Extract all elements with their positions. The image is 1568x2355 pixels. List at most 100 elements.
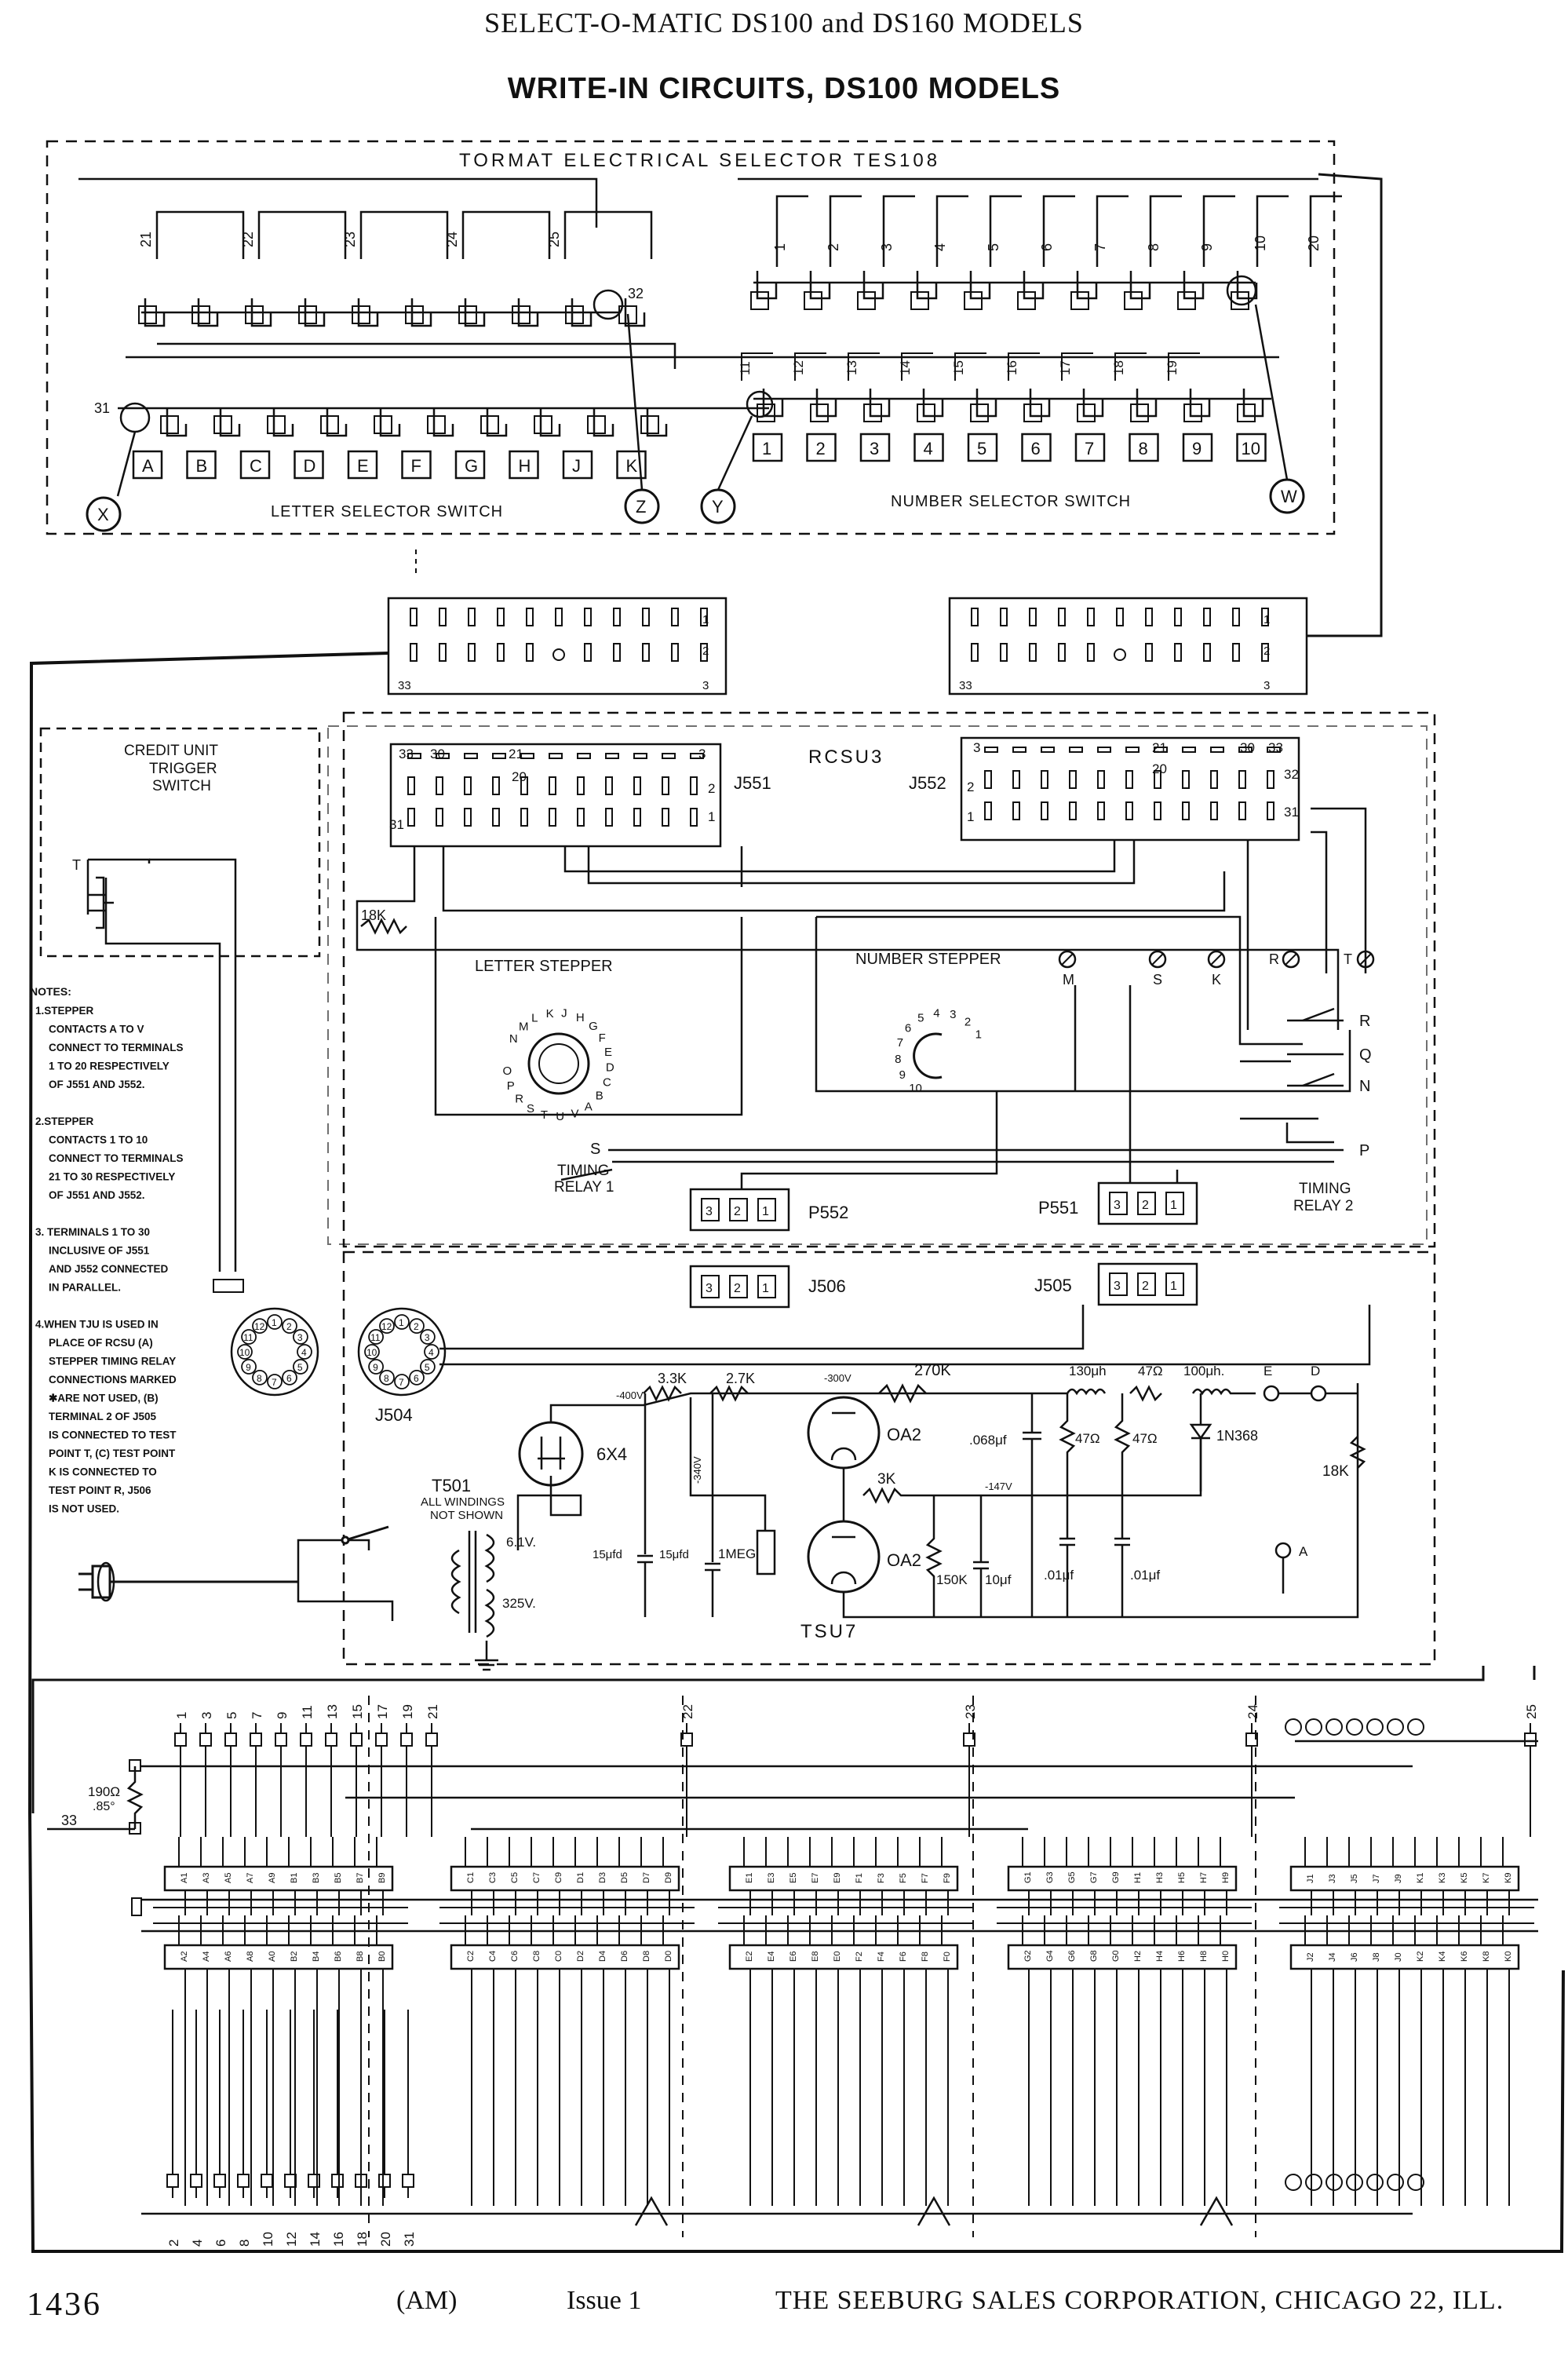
letter-riser-label: 23 [342, 232, 358, 247]
number-stepper-contact: 9 [899, 1068, 906, 1082]
rcsu-pin [520, 776, 528, 795]
selector-title: TORMAT ELECTRICAL SELECTOR TES108 [459, 150, 940, 171]
number-switch-label: NUMBER SELECTOR SWITCH [891, 493, 1131, 510]
board-pin-lead [1066, 1837, 1074, 1915]
rcsu-pin-top [577, 753, 591, 759]
letter-stepper-contact: J [561, 1007, 567, 1020]
number-box-label: 8 [1139, 439, 1148, 458]
number-mid-riser [1008, 352, 1040, 381]
letter-contact [250, 298, 294, 437]
octal-pin-label: 11 [370, 1332, 381, 1343]
board-pin-lead [465, 1837, 472, 1915]
number-riser-label: 9 [1199, 243, 1215, 251]
rcsu-pin [1069, 801, 1077, 820]
rcsu-pin [1210, 770, 1218, 789]
plug-pin [671, 608, 679, 626]
plug-pin-label: 3 [706, 1282, 713, 1295]
board-pin-label: K1 [1416, 1873, 1425, 1883]
c-01a-label: .01μf [1044, 1568, 1074, 1583]
number-box [967, 433, 998, 462]
number-contact-block [917, 403, 935, 422]
matrix-top-terminal [250, 1732, 262, 1747]
j551-t21: 21 [509, 747, 523, 761]
matrix-bottom-terminal [284, 2174, 297, 2188]
number-riser [1149, 195, 1182, 267]
oa2-a-label: OA2 [887, 1425, 921, 1444]
matrix-top-number: 3 [199, 1712, 214, 1719]
plug-pin [1087, 608, 1095, 626]
octal-pin [394, 1374, 410, 1389]
board-pin-label: E1 [745, 1873, 754, 1883]
letter-riser [359, 210, 449, 259]
board-pin-label: J7 [1372, 1874, 1381, 1883]
letter-contact-block [458, 305, 477, 324]
matrix-coil [1346, 2174, 1363, 2191]
board-pin-label: A5 [224, 1873, 233, 1883]
plug-pin [439, 608, 447, 626]
board-pin-label: E6 [789, 1952, 798, 1962]
selector-bus-lines [78, 177, 1318, 410]
board-pin-label: K0 [1504, 1952, 1513, 1962]
plug-pin [1145, 643, 1153, 662]
number-mid-label: 11 [738, 361, 753, 375]
note-line: OF J551 AND J552. [49, 1079, 145, 1090]
note-line: IS NOT USED. [49, 1503, 119, 1515]
number-box-label: 2 [816, 439, 826, 458]
r-27k-label: 2.7K [726, 1371, 755, 1386]
board-bus [439, 1907, 695, 1924]
board-pin-label: A2 [180, 1952, 189, 1962]
board-pin-label: C2 [466, 1951, 476, 1962]
matrix-triangle [634, 2196, 669, 2226]
matrix-top-terminal [1524, 1732, 1537, 1747]
note-line: IN PARALLEL. [49, 1282, 121, 1294]
board-bus [997, 1907, 1252, 1924]
board-pin-label: G7 [1089, 1871, 1099, 1883]
tube-oa2-lower [807, 1520, 881, 1594]
number-riser-label: 10 [1253, 236, 1268, 251]
matrix-top-terminal [425, 1732, 438, 1747]
letter-box [239, 450, 271, 480]
r-33k-label: 3.3K [658, 1371, 687, 1386]
letter-contact-block [352, 305, 370, 324]
letter-contact-block [267, 415, 286, 434]
board-pin-lead [787, 1837, 795, 1915]
number-box-label: 4 [924, 439, 933, 458]
number-mid-label: 19 [1165, 360, 1180, 375]
board-pin-lead [941, 1837, 949, 1915]
matrix-bottom-terminal [213, 2174, 226, 2188]
board-pin-label: F5 [899, 1873, 908, 1883]
number-contact-block [757, 403, 775, 422]
rcsu-pin [1097, 770, 1105, 789]
octal-pin [282, 1370, 297, 1386]
letter-box-label: J [572, 456, 581, 476]
board-pin-label: D7 [642, 1872, 651, 1883]
matrix-bottom-number: 18 [355, 2232, 370, 2247]
rcsu-pin [605, 776, 613, 795]
board-pin-label: D2 [576, 1951, 585, 1962]
board-pin-label: G1 [1023, 1871, 1033, 1883]
letter-stepper-contact: V [571, 1107, 578, 1120]
board-pin-label: C7 [532, 1872, 542, 1883]
rcsu-pin [662, 808, 669, 827]
plug-pin [1000, 643, 1008, 662]
j551-t3: 3 [698, 747, 706, 761]
page-subtitle: WRITE-IN CIRCUITS, DS100 MODELS [507, 72, 1061, 105]
plug-pin [971, 643, 979, 662]
number-stepper-contact: 6 [905, 1022, 911, 1035]
diode-label: 1N368 [1216, 1428, 1258, 1444]
letter-riser [461, 210, 551, 259]
rcsu-pin-top [1069, 747, 1083, 753]
p552-plug [689, 1188, 790, 1232]
note-line: CONNECT TO TERMINALS [49, 1042, 184, 1053]
matrix-coil [1366, 2174, 1384, 2191]
number-riser-label: 5 [986, 243, 1001, 251]
r-18k-label: 18K [1322, 1463, 1349, 1480]
board-pin-lead [1414, 1837, 1422, 1915]
matrix-top-number: 25 [1524, 1704, 1539, 1719]
letter-box [294, 450, 324, 480]
number-contact [1183, 271, 1211, 418]
board-pin-lead [1370, 1837, 1378, 1915]
board-pin-lead [1198, 1837, 1205, 1915]
j551-t33: 33 [399, 747, 414, 761]
rcsu-pin-top [436, 753, 450, 759]
